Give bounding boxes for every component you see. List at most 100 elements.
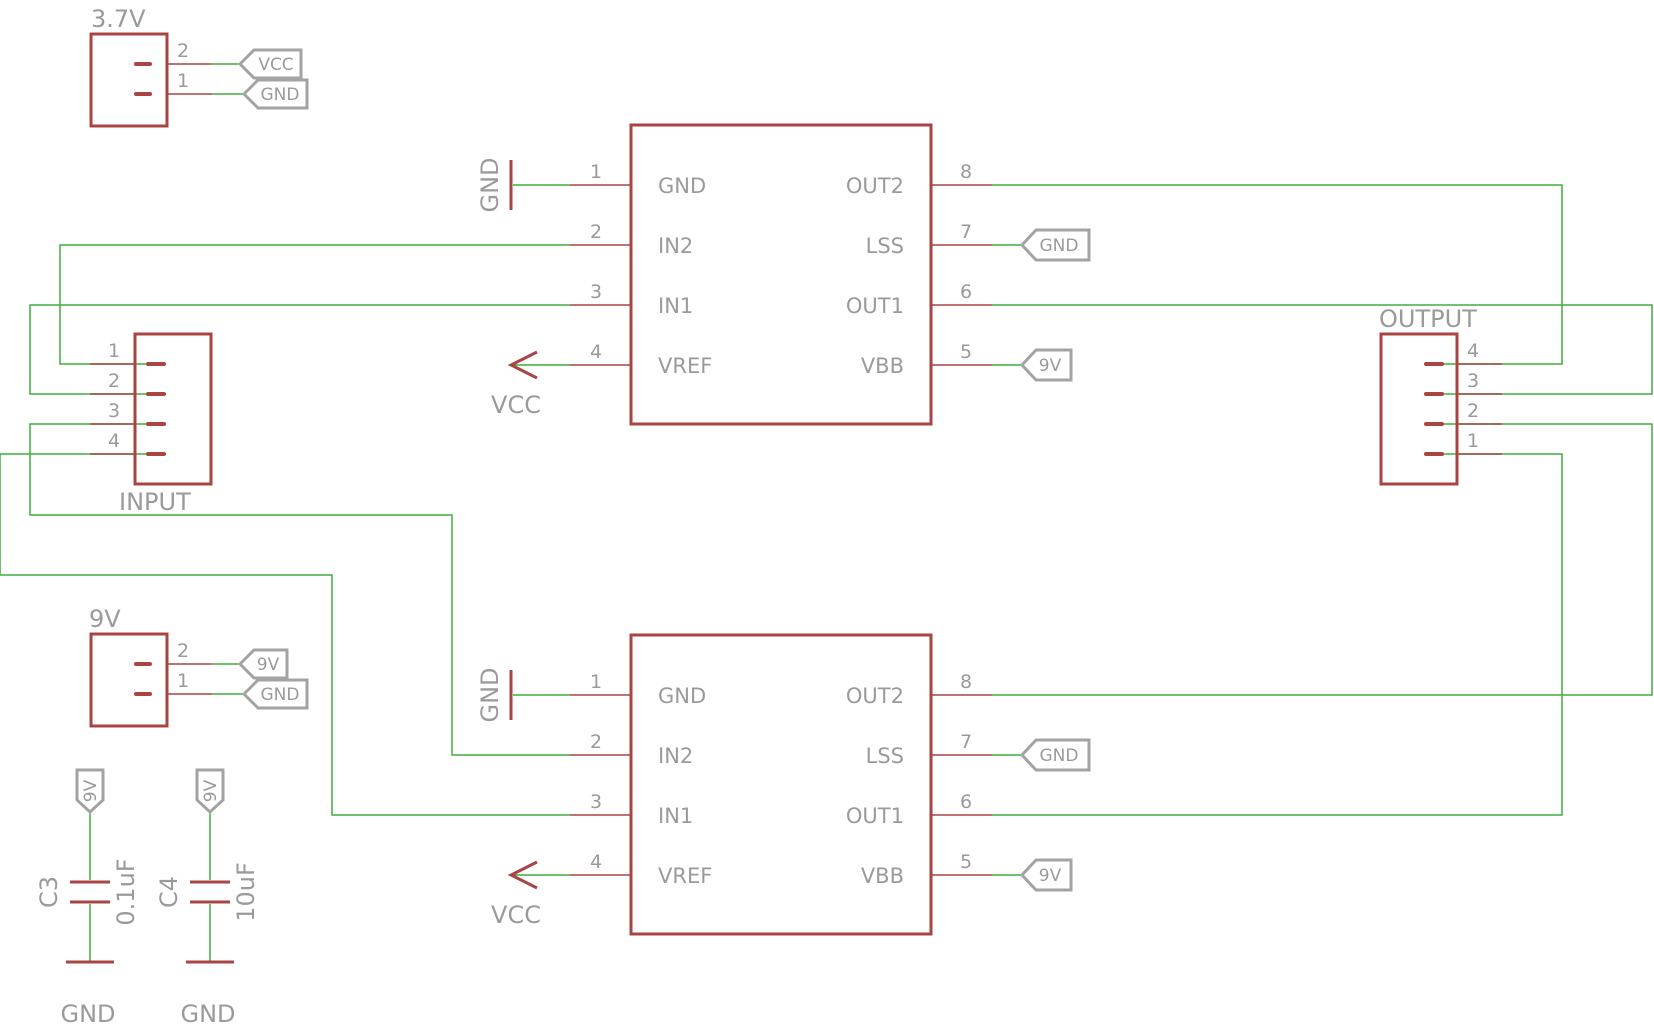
pin-name: GND xyxy=(658,174,706,198)
pin-number: 2 xyxy=(1467,400,1479,422)
connector-body xyxy=(89,32,169,128)
ground-symbol: GND xyxy=(476,157,513,213)
pin-name: IN2 xyxy=(658,744,693,768)
connector-name: 3.7V xyxy=(91,5,146,33)
svg-text:GND: GND xyxy=(476,157,504,212)
net-flag-9v: 9V xyxy=(201,779,221,802)
pin-number: 8 xyxy=(960,161,972,183)
capacitor-c4[interactable]: 9V C4 10uF GND xyxy=(155,768,260,1028)
capacitor-value: 10uF xyxy=(232,862,260,922)
connector-body xyxy=(1379,332,1459,486)
input-connector[interactable]: INPUT 1 2 3 4 xyxy=(90,332,213,516)
svg-text:GND: GND xyxy=(261,685,300,705)
pin-number: 1 xyxy=(177,670,189,692)
net-flag-9v: 9V xyxy=(1019,348,1073,382)
wire-u1-out2-output4[interactable] xyxy=(992,184,1563,365)
pin-number: 3 xyxy=(590,281,602,303)
capacitor-ref: C3 xyxy=(35,876,63,908)
pin-number: 6 xyxy=(960,791,972,813)
pin-name: OUT1 xyxy=(846,294,904,318)
pin-number: 2 xyxy=(590,731,602,753)
capacitor-c3[interactable]: 9V C3 0.1uF GND xyxy=(35,768,140,1028)
vcc-arrow-symbol: VCC xyxy=(491,350,541,419)
pin-name: VBB xyxy=(861,354,904,378)
wires xyxy=(0,63,1653,962)
svg-text:GND: GND xyxy=(476,667,504,722)
pin-number: 8 xyxy=(960,671,972,693)
pin-number: 7 xyxy=(960,221,972,243)
pin-name: OUT2 xyxy=(846,174,904,198)
pin-number: 5 xyxy=(960,341,972,363)
pin-name: VBB xyxy=(861,864,904,888)
pin-number: 1 xyxy=(1467,430,1479,452)
pin-number: 1 xyxy=(590,161,602,183)
svg-text:GND: GND xyxy=(261,85,300,105)
pin-name: VREF xyxy=(658,354,712,378)
net-flag-9v: 9V xyxy=(81,779,101,802)
wire-u1-out1-output3[interactable] xyxy=(992,304,1653,395)
pin-number: 1 xyxy=(590,671,602,693)
connector-name: 9V xyxy=(89,605,121,633)
pin-name: OUT1 xyxy=(846,804,904,828)
wire-input3-u2-in2[interactable] xyxy=(29,423,570,756)
driver-ic-2[interactable]: 1 GND 2 IN2 3 IN1 4 VREF 8 OUT2 7 LSS 6 … xyxy=(570,633,992,936)
pin-number: 5 xyxy=(960,851,972,873)
output-connector[interactable]: OUTPUT 4 3 2 1 xyxy=(1379,305,1502,486)
pin-name: VREF xyxy=(658,864,712,888)
connector-body xyxy=(89,632,169,728)
svg-text:GND: GND xyxy=(1040,236,1079,256)
wire-input4-u2-in1[interactable] xyxy=(0,453,570,816)
pin-number: 6 xyxy=(960,281,972,303)
pin-number: 7 xyxy=(960,731,972,753)
driver-ic-body xyxy=(629,123,933,426)
svg-text:9V: 9V xyxy=(1039,356,1062,376)
ground-symbol: GND xyxy=(60,1000,115,1028)
net-flag-gnd: GND xyxy=(1019,738,1091,772)
pin-number: 2 xyxy=(590,221,602,243)
pin-number: 2 xyxy=(108,370,120,392)
svg-text:VCC: VCC xyxy=(491,391,541,419)
capacitor-ref: C4 xyxy=(155,876,183,908)
connector-name: OUTPUT xyxy=(1379,305,1477,333)
net-flag-9v: 9V xyxy=(237,648,289,680)
pin-name: IN1 xyxy=(658,804,693,828)
vcc-arrow-symbol: VCC xyxy=(491,860,541,929)
svg-text:VCC: VCC xyxy=(258,55,293,75)
pin-number: 1 xyxy=(177,70,189,92)
battery-connector[interactable]: 3.7V 2 1 xyxy=(89,5,212,128)
pin-name: LSS xyxy=(866,744,904,768)
svg-text:9V: 9V xyxy=(1039,866,1062,886)
ground-symbol: GND xyxy=(180,1000,235,1028)
connector-body xyxy=(133,332,213,486)
power-connector[interactable]: 9V 2 1 xyxy=(89,605,212,728)
pin-number: 3 xyxy=(1467,370,1479,392)
pin-name: IN2 xyxy=(658,234,693,258)
pin-number: 2 xyxy=(177,640,189,662)
pin-number: 3 xyxy=(590,791,602,813)
net-flag-gnd: GND xyxy=(241,678,309,710)
net-flag-vcc: VCC xyxy=(237,48,303,80)
pin-number: 3 xyxy=(108,400,120,422)
driver-ic-1[interactable]: 1 GND 2 IN2 3 IN1 4 VREF 8 OUT2 7 LSS 6 … xyxy=(570,123,992,426)
ground-symbol: GND xyxy=(476,667,513,723)
pin-name: LSS xyxy=(866,234,904,258)
pin-number: 4 xyxy=(590,851,602,873)
connector-name: INPUT xyxy=(119,488,191,516)
net-flag-gnd: GND xyxy=(1019,228,1091,262)
net-flag-gnd: GND xyxy=(241,78,309,110)
pin-name: OUT2 xyxy=(846,684,904,708)
capacitor-value: 0.1uF xyxy=(112,858,140,925)
pin-number: 4 xyxy=(590,341,602,363)
wire-u2-out2-output2[interactable] xyxy=(992,423,1653,696)
pin-number: 2 xyxy=(177,40,189,62)
net-flag-9v: 9V xyxy=(1019,858,1073,892)
pin-number: 4 xyxy=(1467,340,1479,362)
pin-number: 1 xyxy=(108,340,120,362)
svg-text:VCC: VCC xyxy=(491,901,541,929)
svg-text:9V: 9V xyxy=(257,655,280,675)
driver-ic-body xyxy=(629,633,933,936)
pin-number: 4 xyxy=(108,430,120,452)
pin-name: IN1 xyxy=(658,294,693,318)
svg-text:GND: GND xyxy=(1040,746,1079,766)
